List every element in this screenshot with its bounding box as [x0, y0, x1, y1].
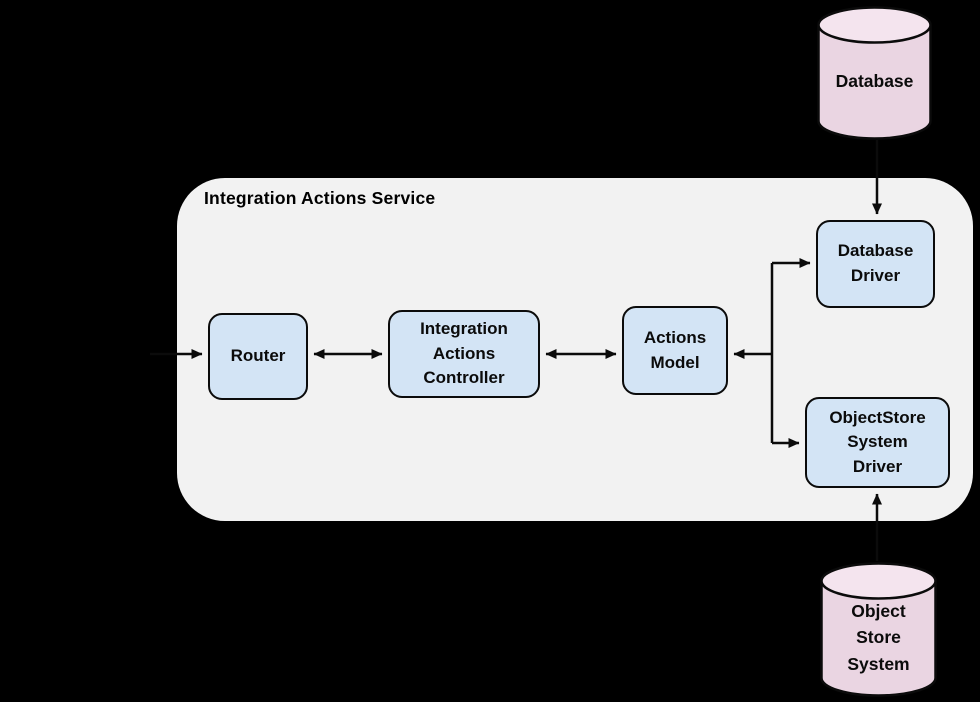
database-cylinder-shape: [817, 6, 932, 140]
object-store-cylinder: Object Store System: [820, 561, 937, 698]
database-label: Database: [835, 70, 914, 91]
object-store-cylinder-shape: [820, 562, 937, 697]
service-title: Integration Actions Service: [204, 188, 436, 208]
node-database-driver: Database Driver: [816, 220, 935, 308]
object-store-label: Object Store System: [847, 601, 910, 674]
node-integration-actions-controller: Integration Actions Controller: [388, 310, 540, 398]
node-router: Router: [208, 313, 308, 400]
node-actions-model: Actions Model: [622, 306, 728, 395]
database-cylinder: Database: [817, 5, 932, 141]
node-objectstore-system-driver: ObjectStore System Driver: [805, 397, 950, 488]
